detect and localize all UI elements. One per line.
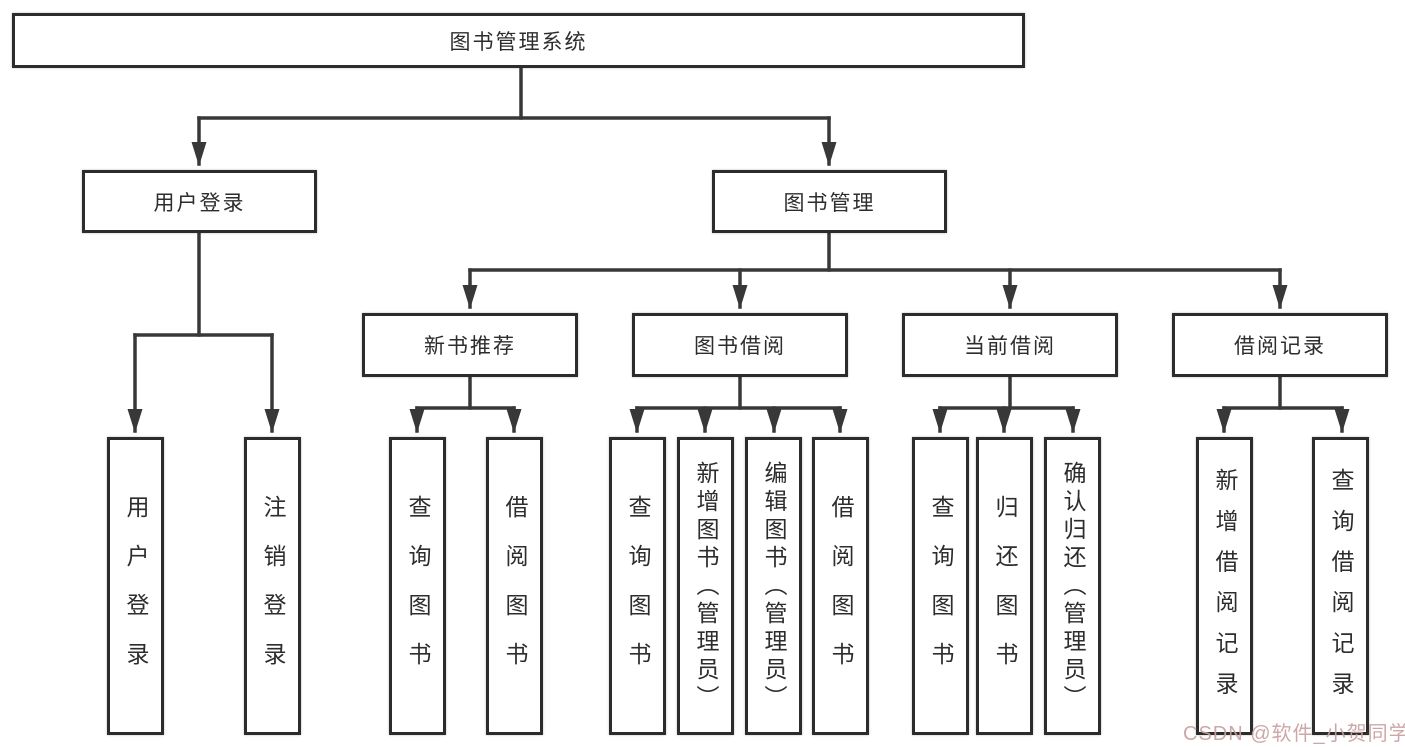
node-user-login: 用户登录 [82, 170, 317, 233]
leaf-query-books-recommend-label: 查询图书 [405, 494, 431, 691]
leaf-borrow-books: 借阅图书 [812, 437, 869, 735]
connector-user-login-group [127, 231, 280, 433]
leaf-query-books-current: 查询图书 [912, 437, 969, 735]
leaf-borrow-books-recommend: 借阅图书 [486, 437, 543, 735]
leaf-edit-books-admin-label: 编辑图书（管理员） [761, 461, 787, 714]
leaf-query-books-borrowing-label: 查询图书 [625, 494, 651, 691]
leaf-add-borrow-record-label: 新增借阅记录 [1212, 468, 1238, 713]
leaf-return-books-label: 归还图书 [992, 494, 1018, 691]
node-borrowing-records-label: 借阅记录 [1234, 335, 1326, 358]
leaf-user-login-label: 用户登录 [123, 494, 149, 691]
leaf-query-books-current-label: 查询图书 [928, 494, 954, 691]
root-node-label: 图书管理系统 [449, 30, 588, 54]
leaf-add-books-admin-label: 新增图书（管理员） [693, 461, 719, 714]
connector-book-borrowing-group [629, 375, 848, 433]
leaf-query-borrow-record-label: 查询借阅记录 [1328, 468, 1354, 713]
leaf-query-borrow-record: 查询借阅记录 [1312, 437, 1369, 735]
leaf-borrow-books-recommend-label: 借阅图书 [502, 494, 528, 691]
leaf-borrow-books-label: 借阅图书 [828, 494, 854, 691]
leaf-logout-label: 注销登录 [260, 494, 286, 691]
connector-root-to-level2 [191, 66, 837, 166]
root-node-library-management-system: 图书管理系统 [12, 13, 1025, 68]
connector-new-book-recommend-group [409, 375, 522, 433]
node-borrowing-records: 借阅记录 [1172, 313, 1388, 377]
connector-book-management-to-level3 [462, 231, 1288, 309]
leaf-query-books-borrowing: 查询图书 [609, 437, 666, 735]
leaf-query-books-recommend: 查询图书 [389, 437, 446, 735]
leaf-return-books: 归还图书 [976, 437, 1033, 735]
leaf-user-login: 用户登录 [107, 437, 164, 735]
node-user-login-label: 用户登录 [153, 191, 246, 215]
node-book-management: 图书管理 [712, 170, 947, 233]
connector-borrowing-records-group [1216, 375, 1350, 433]
node-new-book-recommend-label: 新书推荐 [424, 335, 516, 358]
leaf-logout: 注销登录 [244, 437, 301, 735]
node-book-borrowing: 图书借阅 [632, 313, 848, 377]
leaf-confirm-return-admin: 确认归还（管理员） [1044, 437, 1101, 735]
node-book-management-label: 图书管理 [783, 191, 876, 215]
leaf-confirm-return-admin-label: 确认归还（管理员） [1060, 461, 1086, 714]
node-current-borrowing: 当前借阅 [902, 313, 1118, 377]
leaf-add-borrow-record: 新增借阅记录 [1196, 437, 1253, 735]
node-current-borrowing-label: 当前借阅 [964, 335, 1056, 358]
leaf-edit-books-admin: 编辑图书（管理员） [745, 437, 802, 735]
leaf-add-books-admin: 新增图书（管理员） [677, 437, 734, 735]
node-new-book-recommend: 新书推荐 [362, 313, 578, 377]
connector-current-borrowing-group [932, 375, 1081, 433]
node-book-borrowing-label: 图书借阅 [694, 335, 786, 358]
